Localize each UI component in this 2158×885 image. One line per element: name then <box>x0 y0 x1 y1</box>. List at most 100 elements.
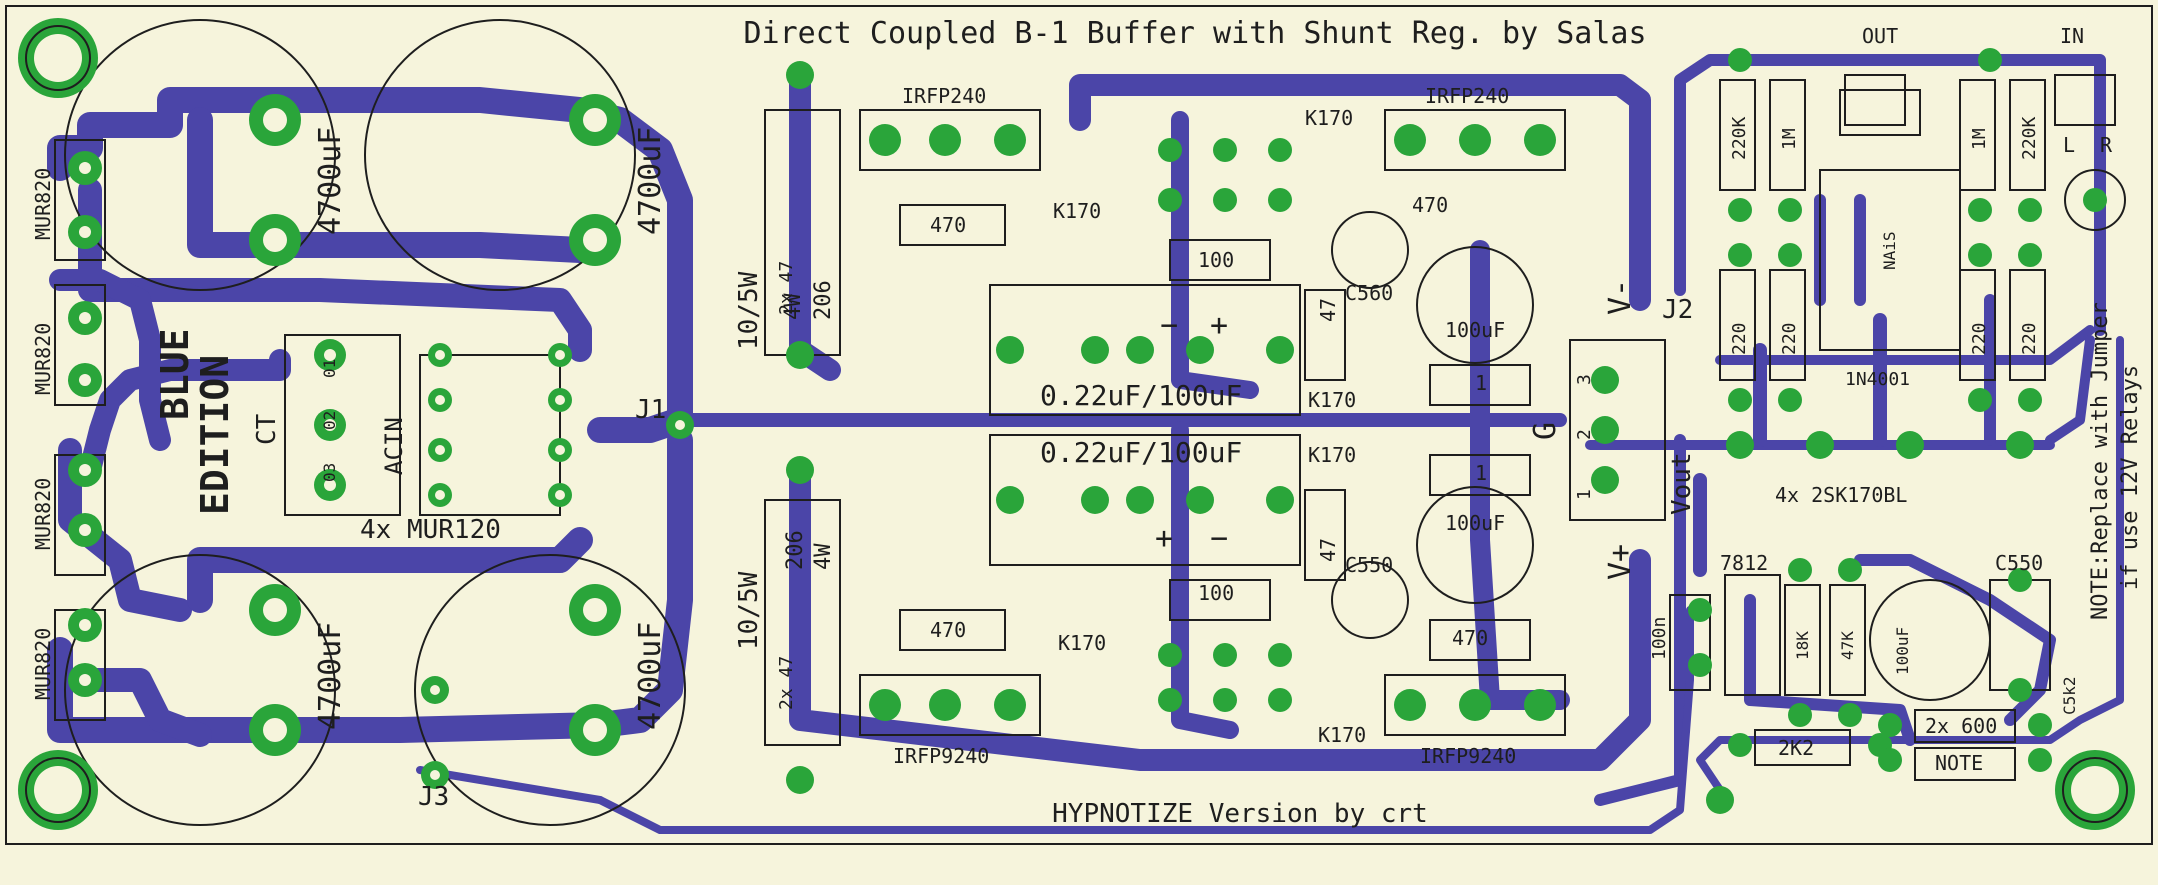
labels: Direct Coupled B-1 Buffer with Shunt Reg… <box>31 16 2143 829</box>
label-o3: 03 <box>320 463 339 482</box>
label-220-2: 220 <box>1779 322 1800 355</box>
label-k170-2: K170 <box>1305 106 1353 130</box>
cap-c4-outline <box>414 554 686 826</box>
silkscreen <box>54 19 2116 826</box>
label-470-4: 470 <box>1452 626 1488 650</box>
label-220k-1: 220K <box>1729 116 1750 160</box>
board-footer: HYPNOTIZE Version by crt <box>1052 799 1428 829</box>
label-r: R <box>2100 133 2113 157</box>
label-minus-2: − <box>1210 521 1228 556</box>
label-k170-5: K170 <box>1058 631 1106 655</box>
label-100uf-small: 100uF <box>1893 627 1912 675</box>
label-470-2: 470 <box>930 618 966 642</box>
label-cap-2: 4700uF <box>633 127 668 235</box>
label-note-box: NOTE <box>1935 751 1983 775</box>
label-220-3: 220 <box>1969 322 1990 355</box>
label-1m-2: 1M <box>1969 128 1990 150</box>
label-c550-right: C550 <box>1995 551 2043 575</box>
note-line-2: if use 12V Relays <box>2118 365 2143 590</box>
mounting-hole-tl <box>18 18 98 98</box>
label-206-top: 206 <box>811 280 836 320</box>
label-4w-top: 4W <box>781 293 806 320</box>
mounting-hole-r <box>2064 169 2126 231</box>
label-film-cap-bot: 0.22uF/100uF <box>1040 436 1242 469</box>
label-k170-6: K170 <box>1318 723 1366 747</box>
cap-c1-outline <box>64 19 336 291</box>
label-47k: 47K <box>1838 631 1857 660</box>
label-cap-1: 4700uF <box>313 127 348 235</box>
label-pin1: 1 <box>1574 489 1595 500</box>
label-1n4001: 1N4001 <box>1845 369 1910 390</box>
label-cap-3: 4700uF <box>313 622 348 730</box>
pads <box>18 18 2135 830</box>
label-cap-4: 4700uF <box>633 622 668 730</box>
label-7812: 7812 <box>1720 551 1768 575</box>
label-out: OUT <box>1862 24 1898 48</box>
label-irfp240-left: IRFP240 <box>902 84 986 108</box>
label-k170-4: K170 <box>1308 443 1356 467</box>
cap-c2-outline <box>364 19 636 291</box>
label-470-1: 470 <box>930 213 966 237</box>
edition-line-2: EDITION <box>193 355 237 515</box>
label-1-bot: 1 <box>1475 461 1487 485</box>
label-k170-3: K170 <box>1308 388 1356 412</box>
label-nais: NAiS <box>1880 231 1899 270</box>
label-c550: C550 <box>1345 553 1393 577</box>
label-j1: J1 <box>635 395 666 425</box>
label-plus-2: + <box>1155 521 1173 556</box>
label-jfets: 4x 2SK170BL <box>1775 483 1907 507</box>
label-100-bot: 100 <box>1198 581 1234 605</box>
label-10-5w-bot: 10/5W <box>734 571 764 650</box>
label-2x600: 2x 600 <box>1925 714 1997 738</box>
label-18k: 18K <box>1793 631 1812 660</box>
label-100-top: 100 <box>1198 248 1234 272</box>
label-2x47-bot: 2x 47 <box>776 656 797 710</box>
label-4w-bot: 4W <box>811 543 836 570</box>
label-mur820-1: MUR820 <box>31 168 55 240</box>
label-vplus: V+ <box>1603 544 1638 580</box>
label-bridge: 4x MUR120 <box>360 515 501 545</box>
mounting-hole-bl <box>18 750 98 830</box>
label-mur820-4: MUR820 <box>31 628 55 700</box>
label-j2: J2 <box>1662 295 1693 325</box>
board-title: Direct Coupled B-1 Buffer with Shunt Reg… <box>743 16 1646 51</box>
label-g: G <box>1528 422 1563 440</box>
label-film-cap-top: 0.22uF/100uF <box>1040 379 1242 412</box>
label-206-bot: 206 <box>783 530 808 570</box>
label-irfp9240-right: IRFP9240 <box>1420 744 1516 768</box>
label-100n: 100n <box>1649 617 1670 660</box>
label-mur820-2: MUR820 <box>31 323 55 395</box>
label-o1: 01 <box>320 359 339 378</box>
mounting-hole-br <box>2055 750 2135 830</box>
label-j3: J3 <box>418 782 449 812</box>
label-47-top: 47 <box>1316 298 1340 322</box>
label-o2: 02 <box>320 411 339 430</box>
label-10-5w-top: 10/5W <box>734 271 764 350</box>
label-47-bot: 47 <box>1316 538 1340 562</box>
label-100uf-bot: 100uF <box>1445 511 1505 535</box>
label-220-4: 220 <box>2019 322 2040 355</box>
label-l: L <box>2063 133 2075 157</box>
board-outline <box>5 5 2153 845</box>
label-100uf-top: 100uF <box>1445 318 1505 342</box>
label-1-top: 1 <box>1475 371 1487 395</box>
label-minus-1: − <box>1160 308 1178 343</box>
label-irfp240-right: IRFP240 <box>1425 84 1509 108</box>
label-pin3: 3 <box>1574 374 1595 385</box>
label-ct: CT <box>252 413 282 445</box>
edition-line-1: BLUE <box>153 328 197 420</box>
label-mur820-3: MUR820 <box>31 478 55 550</box>
label-irfp9240-left: IRFP9240 <box>893 744 989 768</box>
label-470-3: 470 <box>1412 193 1448 217</box>
label-vout: Vout <box>1667 452 1697 515</box>
label-vminus: V- <box>1603 279 1638 315</box>
note-line-1: NOTE:Replace with Jumper <box>2088 302 2113 620</box>
label-plus-1: + <box>1210 308 1228 343</box>
label-c560: C560 <box>1345 281 1393 305</box>
label-220-1: 220 <box>1729 322 1750 355</box>
label-k170-1: K170 <box>1053 199 1101 223</box>
label-2x47-top: 2x 47 <box>776 261 797 315</box>
label-in: IN <box>2060 24 2084 48</box>
label-1m-1: 1M <box>1779 128 1800 150</box>
